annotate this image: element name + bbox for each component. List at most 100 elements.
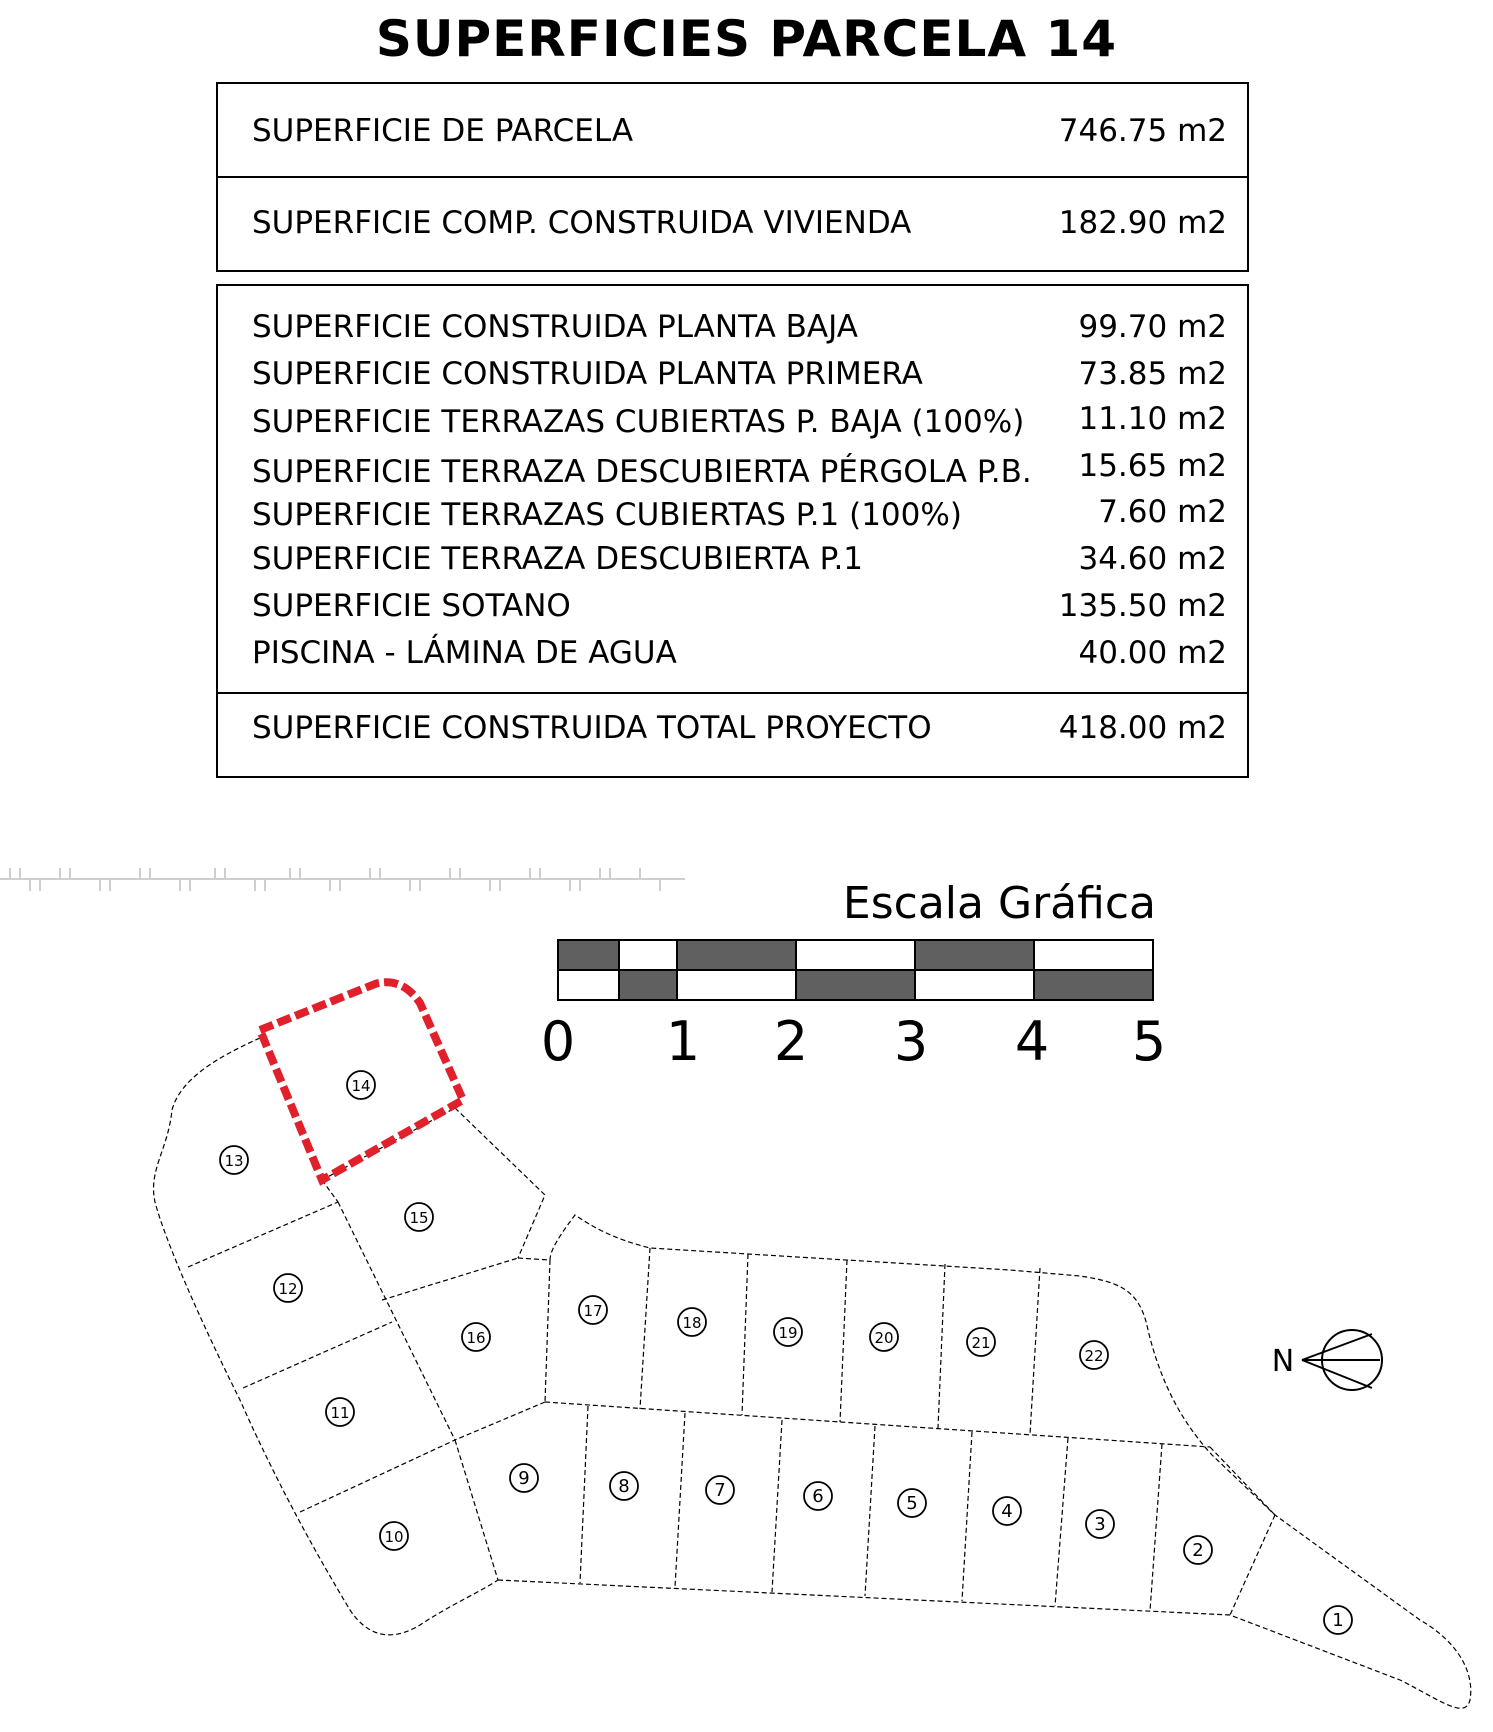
plot-marker-circle <box>461 1322 491 1352</box>
row-value: 182.90 m2 <box>1058 205 1227 241</box>
plot-marker-16: 16 <box>461 1322 491 1352</box>
plot-number: 16 <box>466 1329 485 1347</box>
plot-marker-circle <box>1085 1509 1115 1539</box>
faint-stamp-decoration <box>0 868 685 891</box>
plot-number: 18 <box>682 1314 701 1332</box>
plot-marker-circle <box>404 1202 434 1232</box>
plot-number: 20 <box>874 1329 893 1347</box>
row-label: PISCINA - LÁMINA DE AGUA <box>252 635 677 671</box>
plot-number: 10 <box>384 1528 403 1546</box>
plot-marker-circle <box>1323 1605 1353 1635</box>
plot-marker-7: 7 <box>705 1475 735 1505</box>
plot-number: 13 <box>224 1152 243 1170</box>
row-label: SUPERFICIE SOTANO <box>252 588 571 624</box>
plot-marker-22: 22 <box>1079 1340 1109 1370</box>
plot-marker-4: 4 <box>992 1496 1022 1526</box>
plot-marker-circle <box>325 1397 355 1427</box>
parcel-summary-box: SUPERFICIE DE PARCELA 746.75 m2 SUPERFIC… <box>216 82 1249 272</box>
plot-number: 19 <box>778 1324 797 1342</box>
scale-tick-0: 0 <box>541 1010 575 1073</box>
plot-number: 22 <box>1084 1347 1103 1365</box>
plot-marker-19: 19 <box>773 1317 803 1347</box>
row-value: 135.50 m2 <box>1058 588 1227 624</box>
row-value: 34.60 m2 <box>1078 541 1227 577</box>
plot-marker-circle <box>677 1307 707 1337</box>
scale-tick-3: 3 <box>894 1010 928 1073</box>
plot-number: 17 <box>583 1302 602 1320</box>
plot-marker-8: 8 <box>609 1471 639 1501</box>
plot-marker-circle <box>219 1145 249 1175</box>
surfaces-detail-box: SUPERFICIE CONSTRUIDA PLANTA BAJA 99.70 … <box>216 284 1249 778</box>
plot-number: 21 <box>971 1334 990 1352</box>
scale-ticks: 0 1 2 3 4 5 <box>541 1010 1166 1073</box>
plot-number: 8 <box>618 1476 629 1497</box>
row-label: SUPERFICIE TERRAZAS CUBIERTAS P.1 (100%) <box>252 497 962 533</box>
divider <box>218 176 1247 178</box>
row-label: SUPERFICIE CONSTRUIDA PLANTA PRIMERA <box>252 356 923 392</box>
row-label: SUPERFICIE CONSTRUIDA TOTAL PROYECTO <box>252 710 932 746</box>
plot-marker-14: 14 <box>346 1070 376 1100</box>
plot-marker-2: 2 <box>1183 1535 1213 1565</box>
row-label: SUPERFICIE TERRAZA DESCUBIERTA P.1 <box>252 541 864 577</box>
plot-marker-circle <box>897 1488 927 1518</box>
row-label: SUPERFICIE COMP. CONSTRUIDA VIVIENDA <box>252 205 912 241</box>
plot-marker-circle <box>578 1295 608 1325</box>
plot-marker-circle <box>609 1471 639 1501</box>
row-value: 15.65 m2 <box>1078 448 1227 484</box>
plot-marker-circle <box>346 1070 376 1100</box>
page-title: SUPERFICIES PARCELA 14 <box>375 10 1118 68</box>
scale-tick-1: 1 <box>666 1010 700 1073</box>
plot-marker-20: 20 <box>869 1322 899 1352</box>
plot-marker-circle <box>509 1463 539 1493</box>
plot-marker-circle <box>273 1273 303 1303</box>
row-value: 40.00 m2 <box>1078 635 1227 671</box>
plot-number: 7 <box>714 1480 725 1501</box>
plot-marker-5: 5 <box>897 1488 927 1518</box>
row-value: 7.60 m2 <box>1098 494 1227 530</box>
row-value: 418.00 m2 <box>1058 710 1227 746</box>
plot-marker-12: 12 <box>273 1273 303 1303</box>
highlighted-plot-14 <box>254 978 469 1186</box>
plot-marker-circle <box>966 1327 996 1357</box>
row-label: SUPERFICIE CONSTRUIDA PLANTA BAJA <box>252 309 858 345</box>
plot-marker-circle <box>1079 1340 1109 1370</box>
plot-number: 9 <box>518 1468 529 1489</box>
plot-marker-10: 10 <box>379 1521 409 1551</box>
plot-marker-3: 3 <box>1085 1509 1115 1539</box>
row-label: SUPERFICIE TERRAZAS CUBIERTAS P. BAJA (1… <box>252 404 1025 440</box>
plot-number: 1 <box>1332 1610 1343 1631</box>
plot-number: 11 <box>330 1404 349 1422</box>
plot-marker-21: 21 <box>966 1327 996 1357</box>
scale-bar <box>557 939 1154 1001</box>
plot-number: 12 <box>278 1280 297 1298</box>
divider <box>218 692 1247 694</box>
plot-number: 6 <box>812 1486 823 1507</box>
plot-marker-circle <box>379 1521 409 1551</box>
plot-marker-circle <box>1183 1535 1213 1565</box>
plot-boundaries <box>153 1037 1472 1709</box>
plot-number: 5 <box>906 1493 917 1514</box>
plot-marker-circle <box>992 1496 1022 1526</box>
plot-marker-6: 6 <box>803 1481 833 1511</box>
plot-number: 15 <box>409 1209 428 1227</box>
plot-marker-9: 9 <box>509 1463 539 1493</box>
plot-marker-13: 13 <box>219 1145 249 1175</box>
scale-tick-4: 4 <box>1015 1010 1049 1073</box>
row-label: SUPERFICIE DE PARCELA <box>252 113 634 149</box>
plot-marker-11: 11 <box>325 1397 355 1427</box>
plot-number: 3 <box>1094 1514 1105 1535</box>
plot-marker-circle <box>705 1475 735 1505</box>
north-label: N <box>1272 1344 1294 1379</box>
plot-marker-18: 18 <box>677 1307 707 1337</box>
row-value: 99.70 m2 <box>1078 309 1227 345</box>
plot-marker-circle <box>803 1481 833 1511</box>
plot-marker-1: 1 <box>1323 1605 1353 1635</box>
row-value: 746.75 m2 <box>1058 113 1227 149</box>
north-arrow-icon <box>1301 1329 1383 1391</box>
scale-tick-5: 5 <box>1132 1010 1166 1073</box>
plot-number: 14 <box>351 1077 370 1095</box>
row-value: 73.85 m2 <box>1078 356 1227 392</box>
plot-marker-15: 15 <box>404 1202 434 1232</box>
